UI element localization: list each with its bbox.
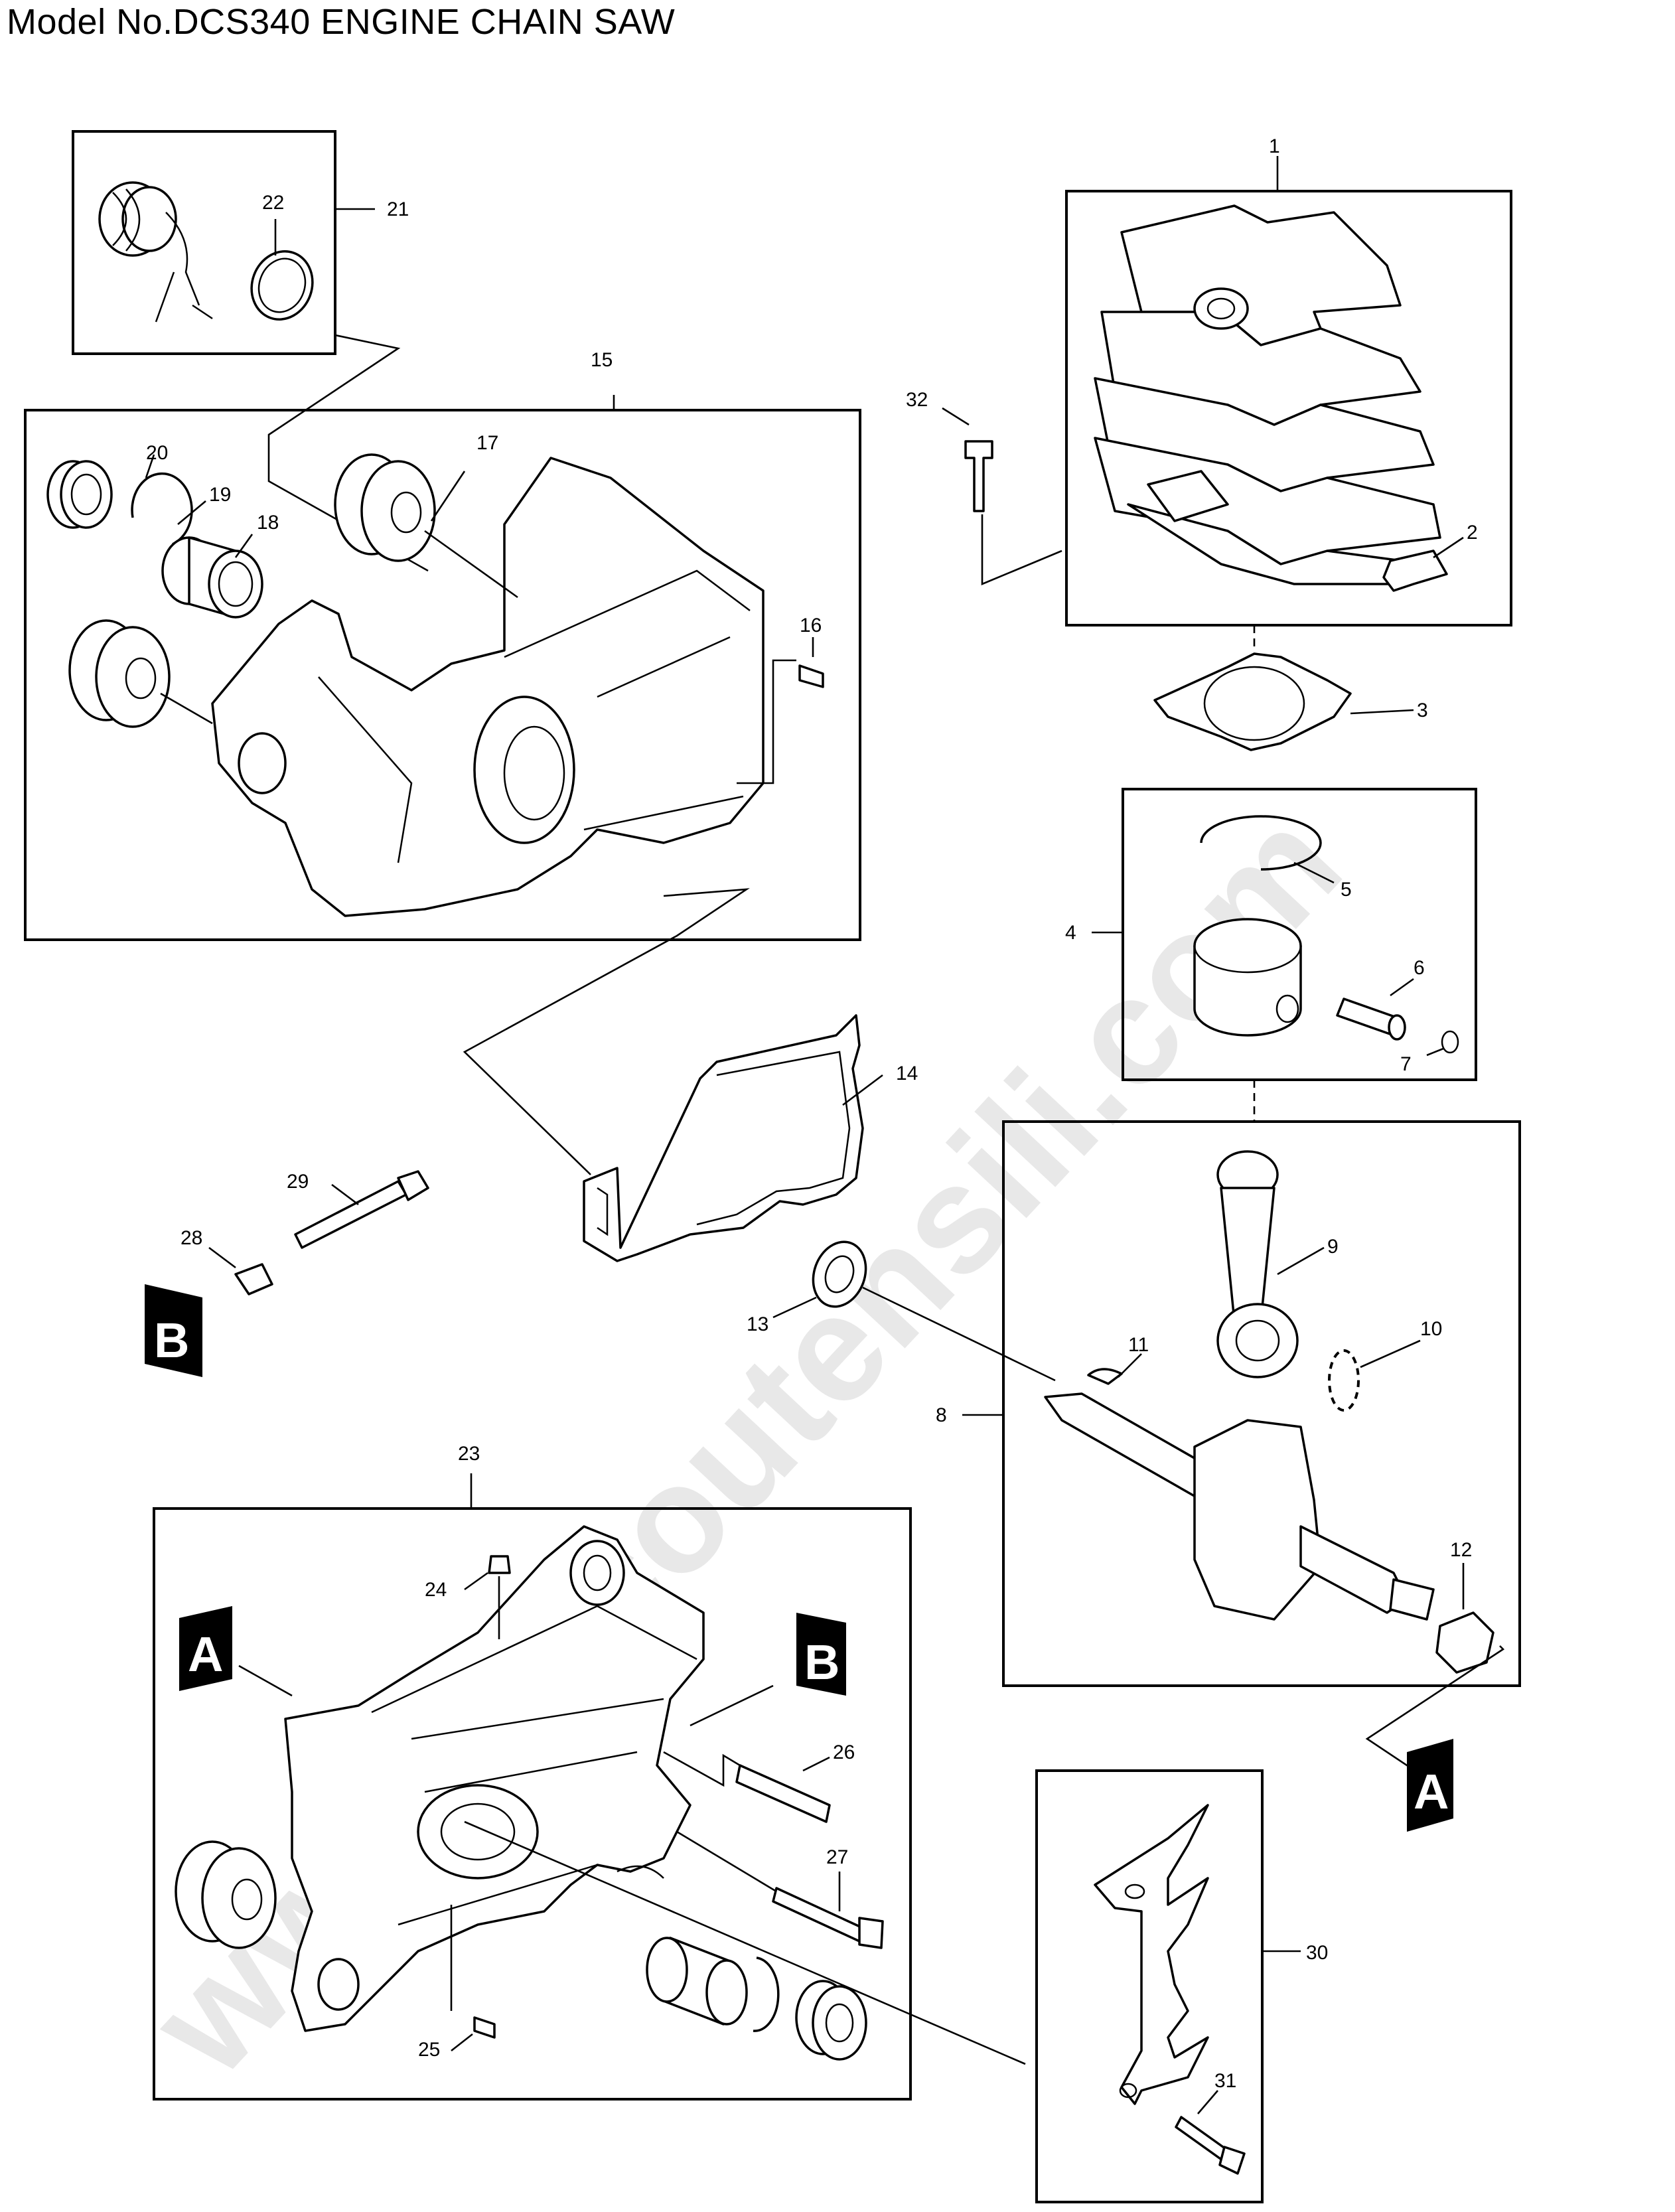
callout-28: 28	[181, 1227, 202, 1249]
callout-30: 30	[1306, 1942, 1328, 1964]
svg-text:B: B	[804, 1635, 839, 1690]
callout-24: 24	[425, 1579, 447, 1601]
washer-13	[772, 1240, 1056, 1382]
callout-18: 18	[257, 512, 279, 534]
callout-7: 7	[1400, 1053, 1412, 1075]
callout-1: 1	[1269, 135, 1280, 157]
callout-6: 6	[1414, 957, 1425, 979]
marker-b-box23: B	[796, 1613, 846, 1696]
group-30-box	[1035, 1769, 1301, 2203]
callout-19: 19	[209, 484, 231, 506]
callout-27: 27	[826, 1846, 848, 1868]
group-8-box	[962, 1120, 1521, 1687]
callout-5: 5	[1341, 879, 1352, 901]
group-15-box	[24, 395, 861, 941]
callout-14: 14	[896, 1063, 918, 1084]
adjuster-29	[294, 1170, 429, 1249]
group-23-box	[153, 1473, 1026, 2101]
callout-10: 10	[1420, 1318, 1442, 1340]
svg-text:A: A	[188, 1627, 223, 1682]
callout-3: 3	[1417, 700, 1428, 721]
callout-16: 16	[800, 615, 822, 636]
group-4-box	[1092, 788, 1477, 1122]
nut-28	[208, 1246, 273, 1295]
lead-21-to-15	[267, 334, 429, 572]
callout-2: 2	[1467, 522, 1478, 544]
callout-9: 9	[1327, 1236, 1339, 1258]
callout-13: 13	[747, 1313, 768, 1335]
callout-17: 17	[476, 432, 498, 454]
group-21-box	[72, 130, 375, 355]
svg-text:A: A	[1414, 1764, 1449, 1819]
callout-labels: 1 2 3 4 5 6 7 8 9 10 11 12 13 14 15 16 1…	[146, 135, 1478, 2092]
lead-15-to-14	[463, 888, 750, 1175]
callout-11: 11	[1128, 1334, 1149, 1356]
callout-8: 8	[936, 1404, 947, 1426]
callout-4: 4	[1065, 922, 1076, 944]
marker-b-left: B	[145, 1284, 202, 1377]
callout-25: 25	[418, 2039, 440, 2061]
gasket-14	[583, 1014, 883, 1262]
callout-26: 26	[833, 1741, 855, 1763]
callout-23: 23	[458, 1443, 480, 1465]
marker-a-right: A	[1407, 1739, 1453, 1832]
gasket-3	[1153, 652, 1414, 751]
callout-32: 32	[906, 389, 928, 411]
callout-15: 15	[591, 349, 613, 371]
callout-20: 20	[146, 442, 168, 464]
diagram-title: Model No.DCS340 ENGINE CHAIN SAW	[7, 2, 676, 42]
callout-12: 12	[1450, 1539, 1472, 1561]
callout-21: 21	[387, 198, 409, 220]
svg-text:B: B	[154, 1313, 189, 1368]
marker-a-box23: A	[179, 1606, 232, 1691]
callout-29: 29	[287, 1171, 309, 1193]
callout-31: 31	[1214, 2070, 1236, 2092]
lead-8-to-a	[1365, 1645, 1505, 1780]
group-1-box	[1065, 156, 1512, 650]
callout-22: 22	[262, 192, 284, 214]
screw-32	[942, 407, 1062, 585]
